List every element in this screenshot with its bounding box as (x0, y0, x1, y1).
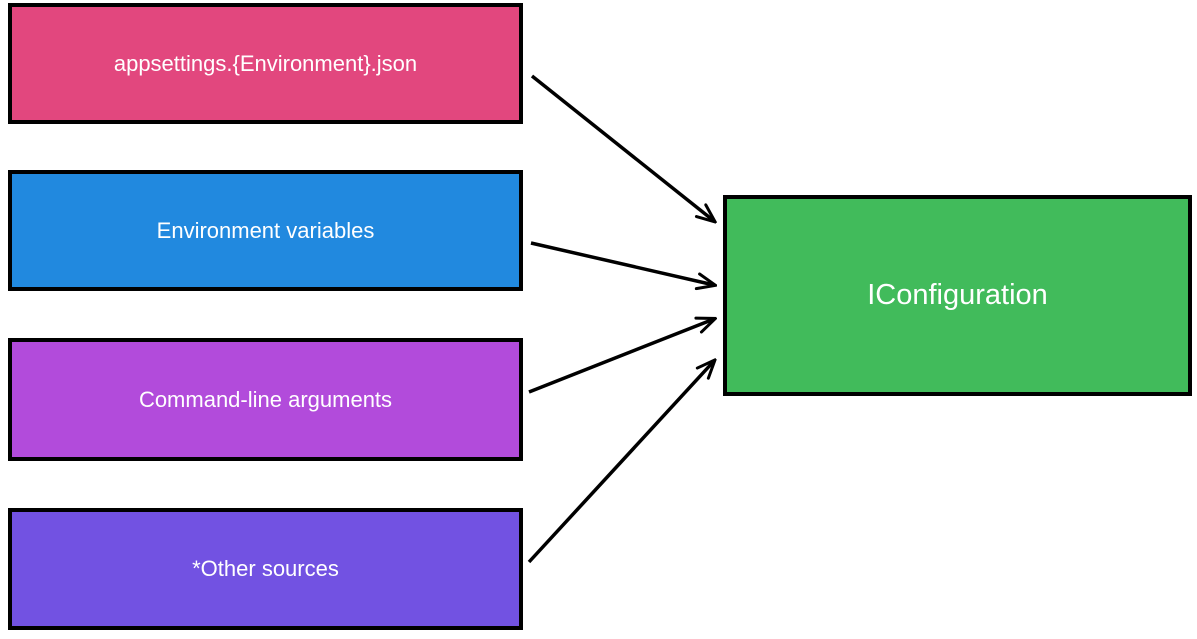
node-environment-variables: Environment variables (8, 170, 523, 291)
arrow-environment-variables-to-iconfiguration (530, 241, 714, 285)
node-command-line-arguments: Command-line arguments (8, 338, 523, 461)
node-appsettings-environment-json-label: appsettings.{Environment}.json (113, 50, 418, 76)
arrow-appsettings-to-iconfiguration (530, 74, 714, 221)
node-other-sources-label: *Other sources (192, 556, 339, 581)
node-other-sources: *Other sources (8, 508, 523, 630)
node-environment-variables-label: Environment variables (156, 217, 375, 243)
arrow-command-line-arguments-to-iconfiguration (528, 319, 714, 394)
node-iconfiguration: IConfiguration (723, 195, 1192, 396)
node-command-line-arguments-label: Command-line arguments (138, 386, 393, 412)
node-appsettings-environment-json: appsettings.{Environment}.json (8, 3, 523, 124)
node-iconfiguration-label: IConfiguration (867, 279, 1048, 311)
arrow-other-sources-to-iconfiguration (527, 361, 714, 564)
